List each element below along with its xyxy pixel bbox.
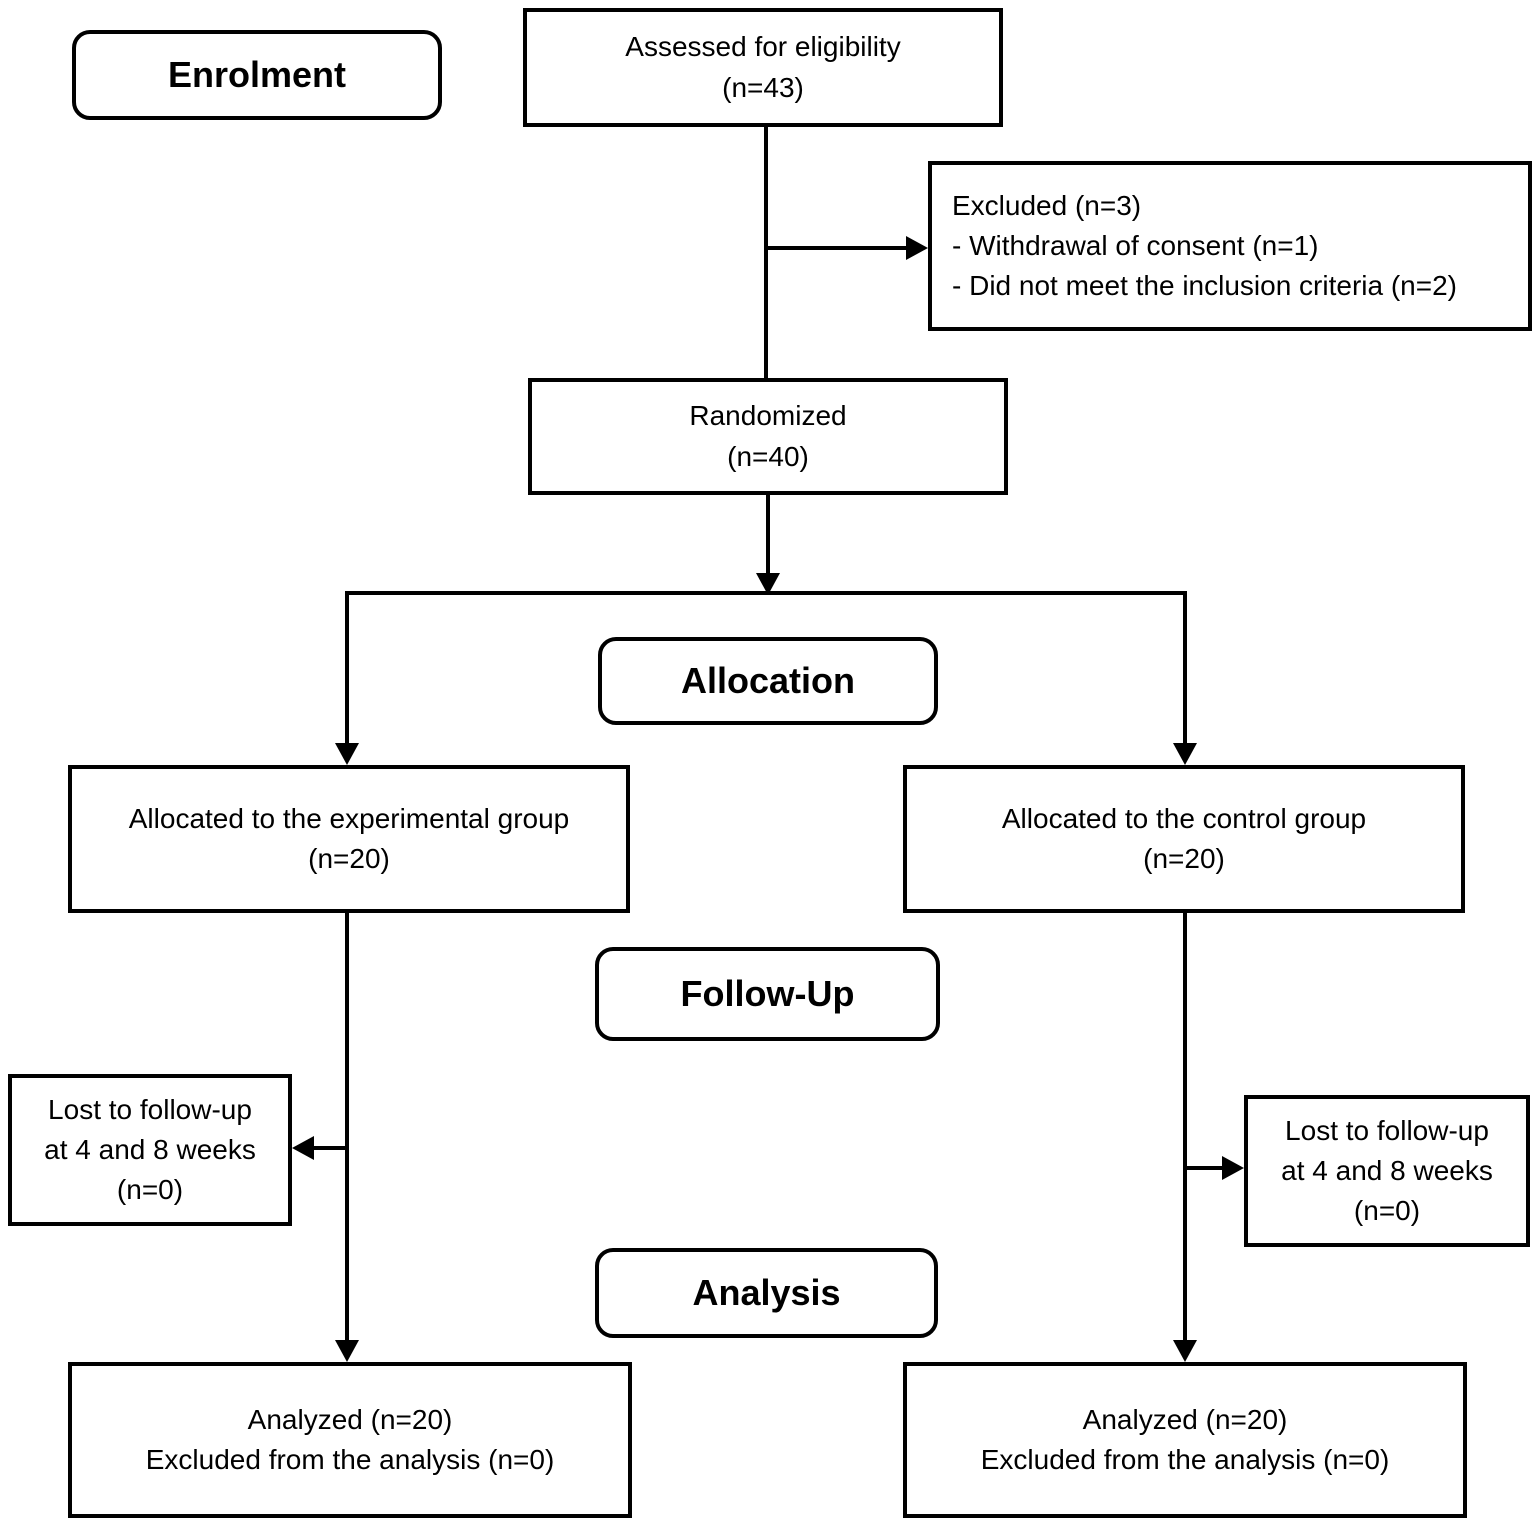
connector-control-to-analysis (1183, 913, 1187, 1340)
arrowhead-into-analyzed-experimental (335, 1340, 359, 1362)
stage-label-text: Allocation (680, 660, 855, 702)
text-line: (n=43) (722, 71, 804, 103)
text-line: (n=20) (1143, 843, 1225, 874)
stage-label-allocation: Allocation (598, 637, 938, 725)
text-line: at 4 and 8 weeks (44, 1133, 256, 1165)
text-line: Lost to follow-up (1285, 1114, 1489, 1146)
stage-label-analysis: Analysis (595, 1248, 938, 1338)
stage-label-text: Enrolment (167, 54, 346, 96)
connector-to-lost-experimental (312, 1146, 347, 1150)
connector-split-to-experimental (345, 591, 349, 743)
stage-label-enrolment: Enrolment (72, 30, 442, 120)
arrowhead-into-lost-control (1222, 1156, 1244, 1180)
text-line: Excluded from the analysis (n=0) (980, 1444, 1390, 1475)
text-line: Lost to follow-up (48, 1093, 252, 1125)
text-line: Allocated to the experimental group (128, 802, 570, 834)
connector-to-excluded (766, 246, 910, 250)
arrowhead-into-allocated-experimental (335, 743, 359, 765)
connector-experimental-to-analysis (345, 913, 349, 1340)
text-line: Randomized (689, 400, 847, 432)
text-line: (n=0) (1353, 1195, 1421, 1227)
text-line: - Did not meet the inclusion criteria (n… (952, 270, 1457, 302)
text-line: (n=0) (116, 1174, 184, 1206)
arrowhead-into-lost-experimental (292, 1136, 314, 1160)
allocated-experimental-box: Allocated to the experimental group (n=2… (68, 765, 630, 913)
assessed-eligibility-box: Assessed for eligibility (n=43) (523, 8, 1003, 127)
text-line: Analyzed (n=20) (1082, 1403, 1288, 1435)
text-line: at 4 and 8 weeks (1281, 1154, 1493, 1186)
stage-label-text: Analysis (692, 1272, 841, 1314)
text-line: Excluded (n=3) (952, 189, 1142, 221)
arrowhead-into-split (756, 573, 780, 595)
analyzed-control-box: Analyzed (n=20) Excluded from the analys… (903, 1362, 1467, 1518)
connector-split-to-control (1183, 591, 1187, 743)
arrowhead-into-analyzed-control (1173, 1340, 1197, 1362)
connector-randomized-to-split (766, 495, 770, 575)
allocated-control-box: Allocated to the control group (n=20) (903, 765, 1465, 913)
lost-followup-control-box: Lost to follow-up at 4 and 8 weeks (n=0) (1244, 1095, 1530, 1247)
stage-label-followup: Follow-Up (595, 947, 940, 1041)
excluded-box: Excluded (n=3) - Withdrawal of consent (… (928, 161, 1532, 331)
connector-assessed-to-randomized (764, 127, 768, 378)
text-line: Analyzed (n=20) (247, 1403, 453, 1435)
stage-label-text: Follow-Up (680, 973, 855, 1015)
randomized-box: Randomized (n=40) (528, 378, 1008, 495)
connector-split-horizontal (345, 591, 1187, 595)
analyzed-experimental-box: Analyzed (n=20) Excluded from the analys… (68, 1362, 632, 1518)
text-line: (n=20) (308, 843, 390, 874)
lost-followup-experimental-box: Lost to follow-up at 4 and 8 weeks (n=0) (8, 1074, 292, 1226)
arrowhead-into-allocated-control (1173, 743, 1197, 765)
arrowhead-into-excluded (906, 236, 928, 260)
text-line: Excluded from the analysis (n=0) (145, 1444, 555, 1475)
text-line: (n=40) (727, 440, 809, 472)
connector-to-lost-control (1187, 1166, 1222, 1170)
text-line: Allocated to the control group (1001, 802, 1367, 834)
text-line: - Withdrawal of consent (n=1) (952, 229, 1319, 261)
text-line: Assessed for eligibility (625, 31, 901, 63)
